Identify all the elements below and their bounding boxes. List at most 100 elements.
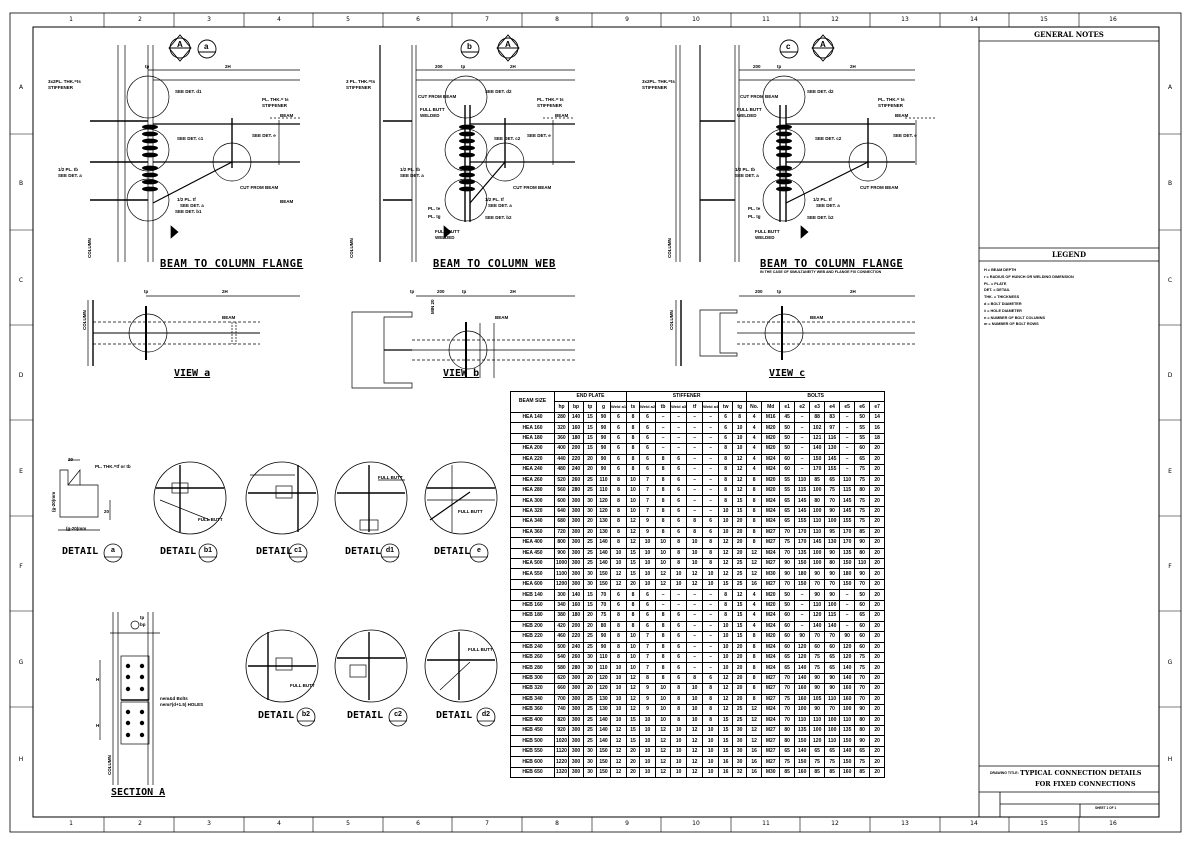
table-cell: 60 — [854, 641, 871, 653]
detail-d2-fullbutt: FULL BUTT — [468, 647, 493, 652]
table-cell: 20 — [583, 610, 597, 622]
table-cell: 90 — [809, 589, 826, 601]
table-cell: 8 — [655, 484, 672, 497]
table-cell: 18 — [869, 432, 886, 445]
table-cell: 60 — [779, 620, 796, 633]
table-cell: 15 — [583, 411, 597, 424]
table-cell: 80 — [779, 735, 796, 747]
table-cell: 700 — [554, 693, 569, 706]
table-cell: 8 — [609, 474, 628, 486]
table-cell: M24 — [761, 495, 781, 507]
view-c-tp: tp — [777, 289, 782, 294]
th-col-15: e1 — [779, 401, 796, 413]
table-cell: – — [702, 631, 720, 643]
th-col-9: tf — [686, 401, 704, 413]
table-cell: 12 — [609, 735, 628, 747]
table-cell: 12 — [746, 547, 763, 560]
table-cell: 140 — [596, 537, 611, 549]
table-cell: – — [655, 432, 672, 445]
callout-plte-2: PL. te — [428, 206, 441, 211]
zone-col-top-11: 11 — [762, 16, 770, 23]
table-cell: 6 — [639, 453, 657, 466]
table-cell: 8 — [746, 537, 763, 549]
table-cell: M27 — [761, 578, 781, 591]
callout-2h-2: 2H — [510, 64, 516, 69]
table-cell: 440 — [554, 453, 569, 466]
table-cell: 8 — [626, 589, 641, 601]
table-cell: 65 — [779, 495, 796, 507]
table-cell: – — [794, 620, 811, 633]
table-cell: 8 — [655, 453, 672, 466]
table-cell: 60 — [854, 631, 871, 643]
table-cell: 6 — [670, 631, 688, 643]
th-col-6: Weld a2 — [639, 401, 657, 413]
table-cell: 200 — [568, 443, 584, 455]
table-cell: 10 — [732, 443, 748, 455]
table-cell: 25 — [732, 714, 748, 727]
table-cell: 8 — [655, 662, 672, 674]
zone-col-top-7: 7 — [485, 16, 489, 23]
title-flange-note: IN THE CASE OF SIMULTANEITY WEB AND FLAN… — [760, 270, 882, 274]
table-cell: – — [686, 495, 704, 507]
table-cell: M27 — [761, 756, 781, 768]
table-cell: 16 — [718, 756, 734, 768]
detail-a-g20-h: (g-20)mm — [66, 526, 87, 531]
table-cell: 145 — [839, 505, 856, 518]
table-cell-beam-size: HEA 600 — [510, 578, 555, 591]
marker-c: c — [786, 42, 791, 51]
table-cell: 10 — [639, 714, 657, 727]
table-cell: 6 — [609, 589, 628, 601]
table-cell: – — [794, 464, 811, 476]
view-b-2h: 2H — [510, 289, 516, 294]
table-cell: 25 — [583, 714, 597, 727]
table-cell: 6 — [670, 620, 688, 633]
table-cell: 8 — [718, 610, 734, 622]
callout-stiffener-2: 3 PL. THK.=ts — [346, 79, 376, 84]
table-cell: 25 — [732, 557, 748, 570]
table-cell: 6 — [639, 464, 657, 476]
table-cell: 12 — [626, 672, 641, 685]
table-cell: 800 — [554, 537, 569, 549]
table-cell: 65 — [854, 610, 871, 622]
table-cell: 12 — [655, 578, 672, 591]
table-cell-beam-size: HEA 280 — [510, 484, 555, 497]
table-cell: 150 — [596, 745, 611, 758]
zone-col-top-2: 2 — [138, 16, 142, 23]
callout-welded-3: WELDED — [737, 113, 757, 118]
table-cell: 60 — [779, 641, 796, 653]
table-cell: 8 — [609, 484, 628, 497]
table-cell: 8 — [626, 453, 641, 466]
table-cell: 6 — [670, 464, 688, 476]
table-cell: 150 — [839, 557, 856, 570]
table-cell: 70 — [824, 578, 841, 591]
legend-item: # = HOLE DIAMETER — [984, 308, 1022, 313]
table-cell: 10 — [626, 631, 641, 643]
table-cell: 1200 — [554, 578, 569, 591]
beam-to-column-web-elevation — [379, 45, 575, 262]
table-cell: 6 — [670, 495, 688, 507]
callout-see-b1: SEE DET. b1 — [175, 209, 202, 214]
table-cell-beam-size: HEA 450 — [510, 547, 555, 560]
table-cell-beam-size: HEA 240 — [510, 464, 555, 476]
table-cell: 83 — [824, 411, 841, 424]
table-cell: 25 — [732, 568, 748, 580]
zone-col-bottom-8: 8 — [555, 820, 559, 827]
table-cell: 145 — [824, 453, 841, 466]
table-cell: – — [702, 495, 720, 507]
th-col-7: tb — [655, 401, 672, 413]
section-a-tp: tp — [140, 615, 145, 620]
table-cell: 140 — [596, 547, 611, 560]
drawing-title-line-1: TYPICAL CONNECTION DETAILS — [1020, 769, 1142, 777]
table-cell: 75 — [779, 756, 796, 768]
table-cell: 75 — [809, 651, 826, 664]
table-cell: 20 — [732, 693, 748, 706]
table-cell: 6 — [670, 610, 688, 622]
zone-col-top-4: 4 — [277, 16, 281, 23]
table-cell: 120 — [794, 641, 811, 653]
callout-plthk-1: PL. THK.= ts — [262, 97, 289, 102]
